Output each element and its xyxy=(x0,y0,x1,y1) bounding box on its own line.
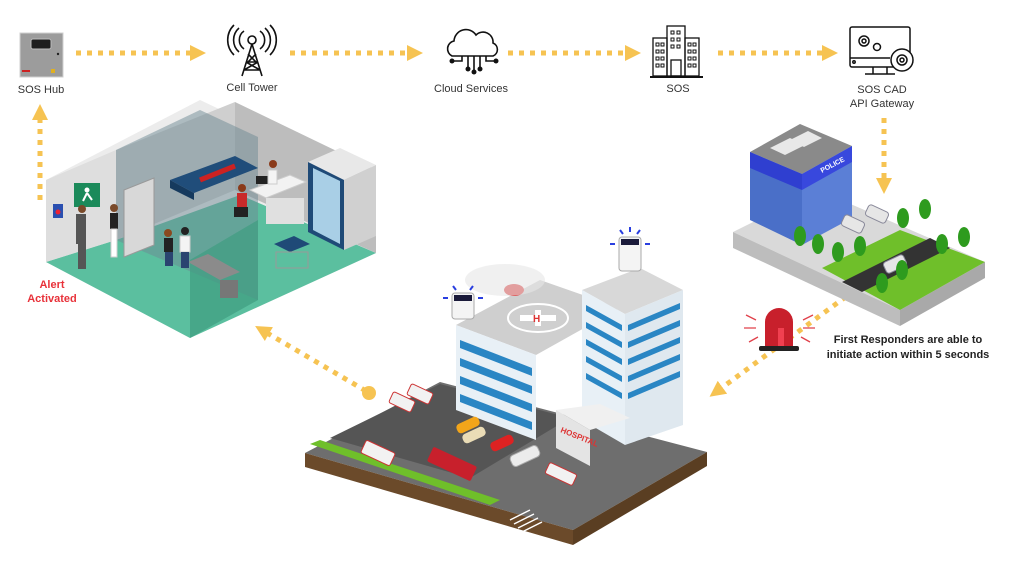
api-gateway-label: API Gateway xyxy=(849,98,915,110)
flow-arrows xyxy=(31,44,893,397)
monitor-gears-icon xyxy=(849,26,914,75)
alert-line-2: Activated xyxy=(27,293,77,305)
cell-tower-icon xyxy=(226,24,278,77)
arrow-hospital-to-room xyxy=(255,325,368,394)
sos-label: SOS xyxy=(666,83,690,95)
roof-sos-device xyxy=(610,227,650,272)
cell-tower-label: Cell Tower xyxy=(226,82,278,94)
sos-cad-label: SOS CAD xyxy=(857,84,907,96)
clinic-room-illustration xyxy=(46,100,376,338)
arrow-police-to-hospital xyxy=(709,287,857,397)
cloud-services-label: Cloud Services xyxy=(434,83,508,95)
helipad-letter: H xyxy=(533,314,540,325)
sos-hub-device-icon xyxy=(19,32,64,78)
hospital-illustration: H HOSPITAL xyxy=(305,227,707,545)
roof-sos-device xyxy=(443,285,483,320)
siren-icon xyxy=(744,308,815,351)
alert-line-1: Alert xyxy=(39,279,65,291)
police-station-illustration: POLICE xyxy=(733,124,985,326)
note-line-2: initiate action within 5 seconds xyxy=(826,349,990,361)
note-line-1: First Responders are able to xyxy=(833,334,983,346)
sos-hub-label: SOS Hub xyxy=(17,84,65,96)
first-responders-note: First Responders are able to initiate ac… xyxy=(827,333,990,363)
arrow-origin-dot xyxy=(362,386,376,400)
cloud-network-icon xyxy=(446,28,499,75)
building-icon xyxy=(650,25,703,78)
alert-activated-label: Alert Activated xyxy=(27,278,77,306)
